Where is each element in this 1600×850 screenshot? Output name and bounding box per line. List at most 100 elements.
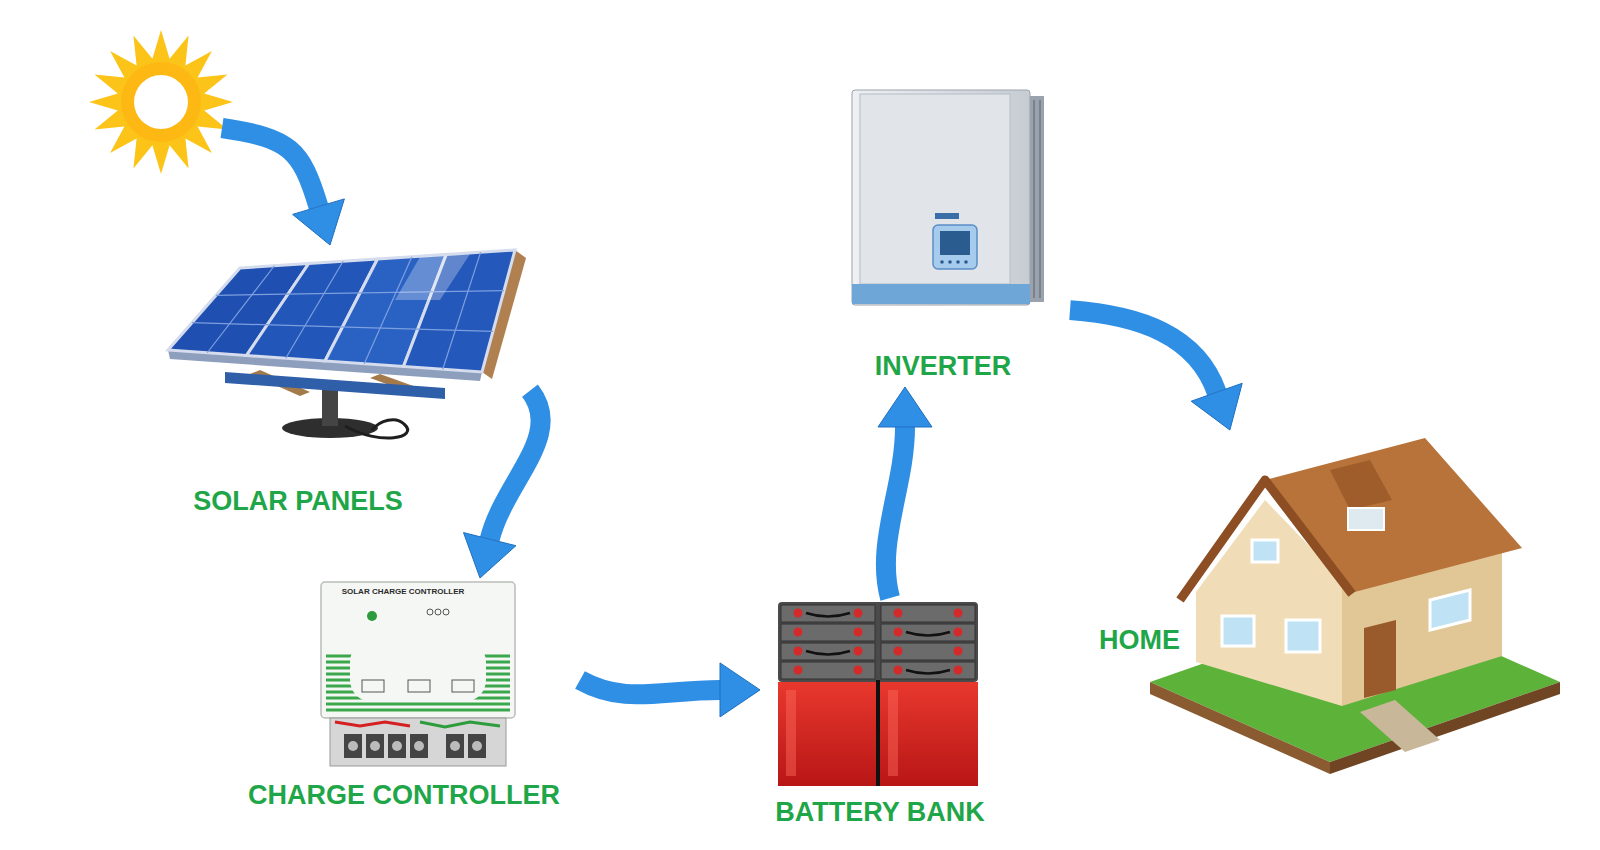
component-node: BATTERY BANK (760, 598, 1000, 838)
solar-panel-part (216, 291, 504, 296)
sunlight-arrow-part (293, 199, 345, 245)
battery-bank-part (876, 680, 880, 786)
battery-bank-part (894, 628, 903, 637)
component-node: HOME (1095, 430, 1575, 760)
charge-controller-part (321, 582, 515, 718)
charge-controller-part (335, 722, 410, 726)
charge-controller-part (348, 741, 358, 751)
component-label: INVERTER (875, 351, 1012, 382)
battery-bank-part (778, 602, 978, 682)
charge-controller (321, 582, 515, 766)
sun-icon-part (121, 62, 201, 142)
battery-bank-part (894, 647, 903, 656)
solar-panel (168, 250, 526, 438)
charge-controller-part (450, 741, 460, 751)
solar-panel-part (192, 323, 493, 332)
battery-bank-part (806, 613, 950, 674)
solar-panel-part (286, 261, 343, 358)
inverter-unit-part (1033, 100, 1035, 298)
battery-bank-part (781, 624, 875, 641)
charge-controller-part (414, 741, 424, 751)
flow-arrow-part (464, 533, 516, 578)
charge-controller-part (427, 609, 433, 615)
battery-bank-part (881, 662, 975, 679)
battery-bank-part (954, 647, 963, 656)
charge-controller-part (326, 709, 510, 712)
charge-controller-part (344, 734, 362, 758)
flow-arrow-part (1191, 383, 1242, 430)
battery-bank-part (894, 609, 903, 618)
sun-icon-part (89, 30, 233, 174)
house-part (1348, 508, 1384, 530)
battery-bank-part (888, 690, 898, 776)
component-node: SOLAR PANELS (165, 245, 530, 525)
battery-bank-part (794, 609, 803, 618)
component-label: SOLAR PANELS (193, 486, 403, 517)
inverter-unit-part (935, 213, 959, 219)
charge-controller-part (362, 680, 384, 692)
charge-controller-part (330, 718, 506, 766)
inverter-unit (852, 90, 1044, 305)
flow-arrow-part (1070, 310, 1217, 392)
inverter-unit-part (964, 260, 968, 264)
sunlight-arrow-part (222, 128, 319, 207)
flow-arrow-part (490, 391, 541, 540)
house-part (1360, 700, 1440, 752)
flow-arrow-part (580, 680, 720, 694)
charge-controller-part (392, 741, 402, 751)
battery-bank-part (954, 609, 963, 618)
charge-controller-part (443, 609, 449, 615)
charge-controller-part (388, 734, 406, 758)
house-part (1150, 682, 1330, 774)
charge-controller-part (452, 680, 474, 692)
inverter-unit-part (860, 94, 1010, 284)
battery-bank-part (781, 643, 875, 660)
inverter-unit-part (1030, 96, 1044, 302)
charge-controller-part (367, 611, 377, 621)
flow-arrow (878, 387, 932, 598)
inverter-unit-part (852, 284, 1030, 304)
inverter-unit-part (1039, 100, 1041, 298)
battery-bank-part (854, 666, 863, 675)
house-part (1265, 438, 1522, 594)
battery-bank-part (894, 666, 903, 675)
solar-panel-part (364, 257, 412, 364)
flow-arrow-part (886, 427, 905, 598)
battery-bank-part (794, 647, 803, 656)
battery-bank (778, 602, 978, 786)
flow-arrow (1070, 310, 1242, 430)
component-label: BATTERY BANK (775, 797, 985, 828)
charge-controller-part (446, 734, 464, 758)
battery-bank-part (881, 624, 975, 641)
component-node: CHARGE CONTROLLER (240, 578, 580, 818)
battery-bank-part (881, 643, 975, 660)
charge-controller-part (366, 734, 384, 758)
inverter-unit-part (940, 231, 970, 255)
battery-bank-part (881, 605, 975, 622)
solar-panel-part (395, 254, 470, 300)
charge-controller-part (350, 640, 486, 702)
house-part (1252, 540, 1278, 562)
sunlight-arrow (222, 128, 344, 245)
sun-icon-part (134, 75, 188, 129)
flow-arrow-part (720, 663, 760, 717)
component-node: INVERTER (830, 82, 1070, 387)
label-holder: SOLAR CHARGE CONTROLLER (342, 588, 465, 597)
charge-controller-part (370, 741, 380, 751)
inverter-unit-part (933, 225, 977, 269)
battery-bank-part (954, 666, 963, 675)
device-label: SOLAR CHARGE CONTROLLER (342, 588, 465, 597)
charge-controller-part (408, 680, 430, 692)
component-label: CHARGE CONTROLLER (248, 780, 560, 811)
charge-controller-part (420, 722, 500, 727)
solar-panel-part (207, 266, 274, 353)
house-part (1364, 620, 1396, 698)
inverter-unit-part (956, 260, 960, 264)
battery-bank-part (778, 682, 876, 786)
inverter-unit-part (940, 260, 944, 264)
house (1150, 438, 1560, 774)
charge-controller-part (472, 741, 482, 751)
